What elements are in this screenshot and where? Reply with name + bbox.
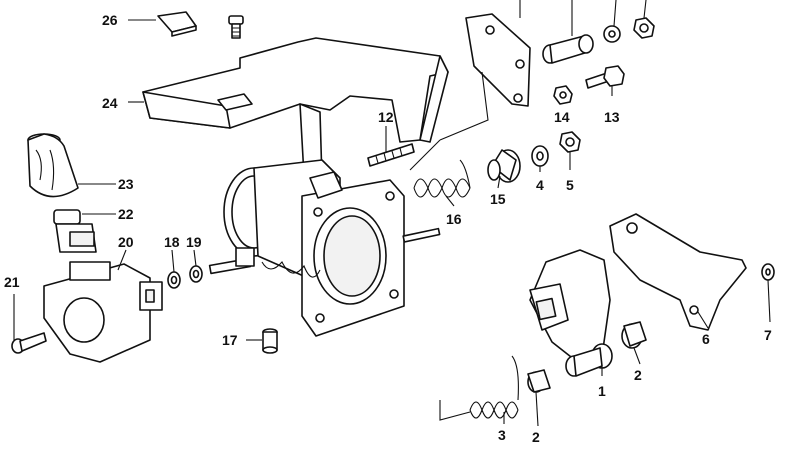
part-18-washer [167,271,181,289]
top-bracket [465,13,531,107]
part-26-clip [157,11,197,37]
top-nut [633,17,655,39]
part-16-spring [413,159,471,198]
part-2-sleeve-b [621,321,647,349]
callout-14: 14 [554,109,570,125]
callout-4: 4 [536,177,544,193]
callout-23: 23 [118,176,134,192]
throttle-body [208,159,441,337]
part-4-washer [531,145,549,167]
part-17-sleeve [262,328,278,354]
part-24-cover [142,37,449,181]
callout-26: 26 [102,12,118,28]
callout-2b: 2 [634,367,642,383]
part-2-sleeve-a [565,347,603,377]
callout-18: 18 [164,234,180,250]
callout-12: 12 [378,109,394,125]
callout-5: 5 [566,177,574,193]
part-12-stud [367,143,415,167]
callout-3: 3 [498,427,506,443]
part-21-screw [11,332,47,354]
callout-19: 19 [186,234,202,250]
part-7-clip [761,263,775,281]
callout-24: 24 [102,95,118,111]
part-23-boot [27,133,79,198]
part-15-bushing [487,149,521,183]
callout-16: 16 [446,211,462,227]
part-1-lever [529,249,613,369]
part-14-nut [553,85,573,105]
callout-21: 21 [4,274,20,290]
callout-2a: 2 [532,429,540,445]
part-22-connector [53,209,97,253]
part-20-sensor [43,261,163,363]
callout-20: 20 [118,234,134,250]
callout-1: 1 [598,383,606,399]
callout-7: 7 [764,327,772,343]
top-sleeve [542,34,594,64]
leader-lines [13,0,771,427]
part-5-nut [559,131,581,153]
part-6-bracket [609,213,747,331]
callout-15: 15 [490,191,506,207]
part-19-washer [189,265,203,283]
callout-13: 13 [604,109,620,125]
part-2-sleeve-c [527,369,551,393]
callout-17: 17 [222,332,238,348]
bolt-top [228,15,244,39]
callout-labels: 26 24 23 22 21 20 18 19 17 12 16 15 4 5 … [4,12,772,445]
part-3-spring [469,355,519,419]
callout-6: 6 [702,331,710,347]
part-13-bolt [585,65,625,89]
top-washer [603,25,621,43]
callout-22: 22 [118,206,134,222]
